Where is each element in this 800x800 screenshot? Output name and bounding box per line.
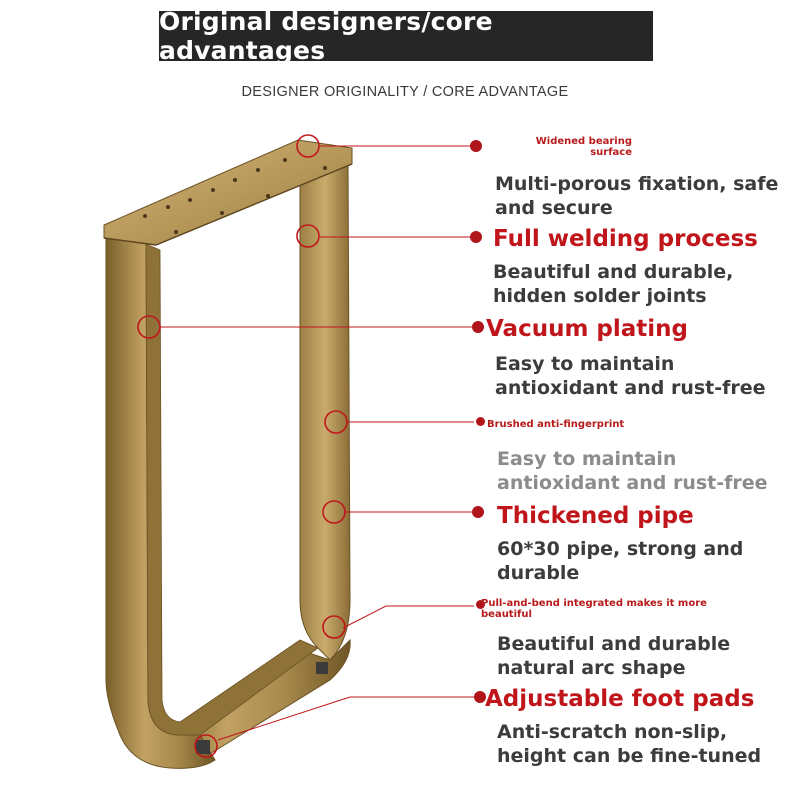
foot-pad-right bbox=[316, 662, 328, 674]
feature-desc-6: Beautiful and durable natural arc shape bbox=[497, 633, 731, 679]
feature-desc-1: Multi-porous fixation, safe and secure bbox=[495, 173, 779, 219]
feature-heading-4: Brushed anti-fingerprint bbox=[487, 419, 625, 430]
callout-dot-3 bbox=[472, 321, 484, 333]
foot-pad-left bbox=[196, 740, 210, 754]
leg-inner-arc bbox=[145, 243, 319, 736]
feature-heading-2: Full welding process bbox=[493, 226, 758, 252]
leg-right-post bbox=[299, 159, 351, 661]
subtitle: DESIGNER ORIGINALITY / CORE ADVANTAGE bbox=[241, 84, 569, 100]
callout-dot-2 bbox=[470, 231, 482, 243]
feature-heading-5: Thickened pipe bbox=[497, 503, 694, 529]
feature-heading-3: Vacuum plating bbox=[486, 316, 689, 342]
feature-heading-7: Adjustable foot pads bbox=[485, 686, 755, 712]
callout-dot-6 bbox=[476, 600, 485, 609]
feature-heading-6: Pull-and-bend integrated makes it more b… bbox=[481, 598, 707, 620]
callout-dot-1 bbox=[470, 140, 482, 152]
feature-desc-5: 60*30 pipe, strong and durable bbox=[497, 538, 744, 584]
callout-dot-7 bbox=[474, 691, 486, 703]
plate-holes bbox=[143, 158, 327, 234]
feature-desc-4: Easy to maintain antioxidant and rust-fr… bbox=[497, 448, 768, 494]
banner-title: Original designers/core advantages bbox=[159, 7, 653, 65]
feature-desc-3: Easy to maintain antioxidant and rust-fr… bbox=[495, 353, 766, 399]
feature-heading-1: Widened bearing surface bbox=[535, 136, 632, 158]
callout-circles bbox=[137, 134, 348, 758]
callout-lines bbox=[160, 145, 474, 741]
callout-dot-4 bbox=[476, 417, 485, 426]
feature-desc-7: Anti-scratch non-slip, height can be fin… bbox=[497, 721, 762, 767]
feature-desc-2: Beautiful and durable, hidden solder joi… bbox=[493, 261, 734, 307]
callout-dot-5 bbox=[472, 506, 484, 518]
